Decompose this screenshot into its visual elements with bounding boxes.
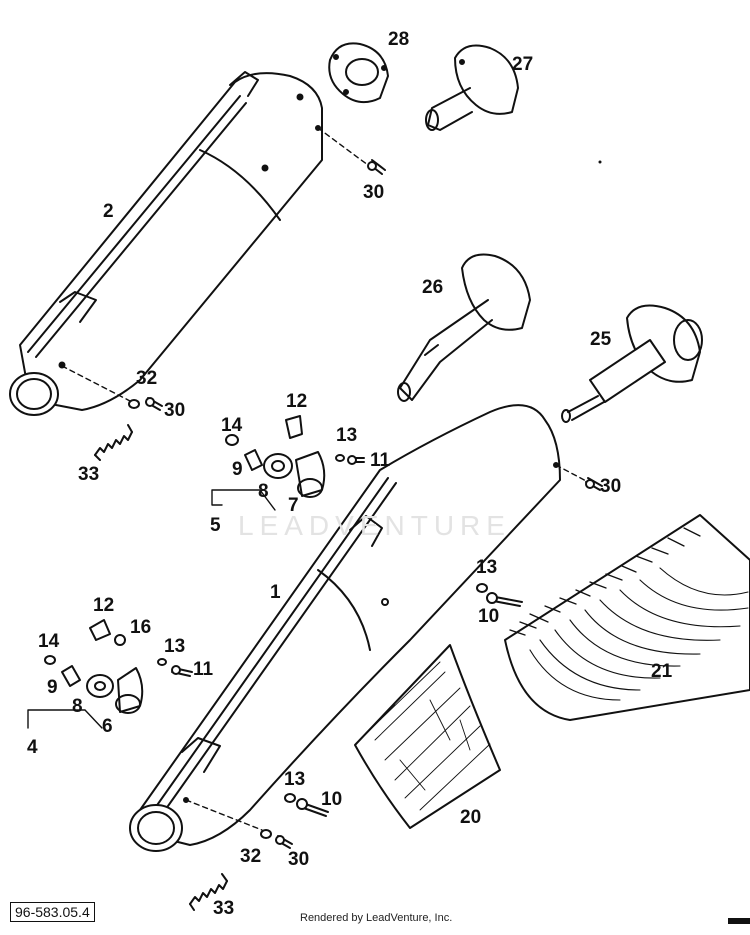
lower-silencer bbox=[129, 404, 589, 852]
callout-13: 13 bbox=[164, 636, 186, 657]
callout-32: 32 bbox=[136, 368, 158, 389]
callout-6: 6 bbox=[102, 716, 113, 737]
spring-33-lower bbox=[189, 873, 228, 911]
callout-8: 8 bbox=[258, 481, 269, 502]
callout-14: 14 bbox=[221, 415, 243, 436]
callout-33: 33 bbox=[78, 464, 100, 485]
callout-14: 14 bbox=[38, 631, 60, 652]
absorption-wool-21 bbox=[504, 514, 750, 721]
callout-12: 12 bbox=[286, 391, 308, 412]
stray-mark bbox=[598, 160, 602, 164]
washer-bolt-13-10-lower bbox=[284, 793, 329, 817]
washer-bolt-13-10-right bbox=[476, 583, 523, 607]
callout-27: 27 bbox=[512, 54, 534, 75]
mounting-kit-lower bbox=[27, 619, 193, 729]
callout-20: 20 bbox=[460, 807, 482, 828]
callout-13: 13 bbox=[284, 769, 306, 790]
callout-12: 12 bbox=[93, 595, 115, 616]
bolt-30-top bbox=[367, 159, 386, 175]
washer-bolt-32-30-lower bbox=[260, 829, 293, 849]
upper-silencer bbox=[9, 71, 373, 416]
washer-bolt-32-30-upper bbox=[128, 397, 163, 411]
mounting-kit-upper bbox=[211, 415, 365, 511]
callout-13: 13 bbox=[476, 557, 498, 578]
end-cap-28 bbox=[328, 42, 389, 104]
callout-30: 30 bbox=[600, 476, 622, 497]
callout-26: 26 bbox=[422, 277, 444, 298]
callout-30: 30 bbox=[164, 400, 186, 421]
callout-28: 28 bbox=[388, 29, 410, 50]
callout-4: 4 bbox=[27, 737, 38, 758]
callout-16: 16 bbox=[130, 617, 152, 638]
callout-7: 7 bbox=[288, 495, 299, 516]
callout-21: 21 bbox=[651, 661, 673, 682]
watermark: LEADVENTURE bbox=[238, 510, 511, 541]
callout-32: 32 bbox=[240, 846, 262, 867]
callout-13: 13 bbox=[336, 425, 358, 446]
callout-30: 30 bbox=[288, 849, 310, 870]
muffler-insert-25 bbox=[561, 304, 703, 423]
corner-mark bbox=[728, 918, 750, 924]
callout-33: 33 bbox=[213, 898, 235, 919]
callout-11: 11 bbox=[193, 659, 214, 680]
callout-10: 10 bbox=[321, 789, 343, 810]
footer-credit: Rendered by LeadVenture, Inc. bbox=[300, 912, 453, 924]
callout-30: 30 bbox=[363, 182, 385, 203]
callout-5: 5 bbox=[210, 515, 221, 536]
document-reference: 96-583.05.4 bbox=[10, 902, 95, 922]
bolt-30-right bbox=[585, 477, 603, 491]
callout-25: 25 bbox=[590, 329, 612, 350]
packing-mat-20 bbox=[354, 644, 501, 829]
callout-9: 9 bbox=[47, 677, 58, 698]
end-cap-tube-27 bbox=[425, 44, 519, 131]
callout-2: 2 bbox=[103, 201, 114, 222]
callout-11: 11 bbox=[370, 450, 391, 471]
callout-8: 8 bbox=[72, 696, 83, 717]
callout-9: 9 bbox=[232, 459, 243, 480]
callout-10: 10 bbox=[478, 606, 500, 627]
spring-33-top bbox=[94, 424, 133, 461]
callout-1: 1 bbox=[270, 582, 281, 603]
end-cap-26 bbox=[397, 253, 531, 402]
